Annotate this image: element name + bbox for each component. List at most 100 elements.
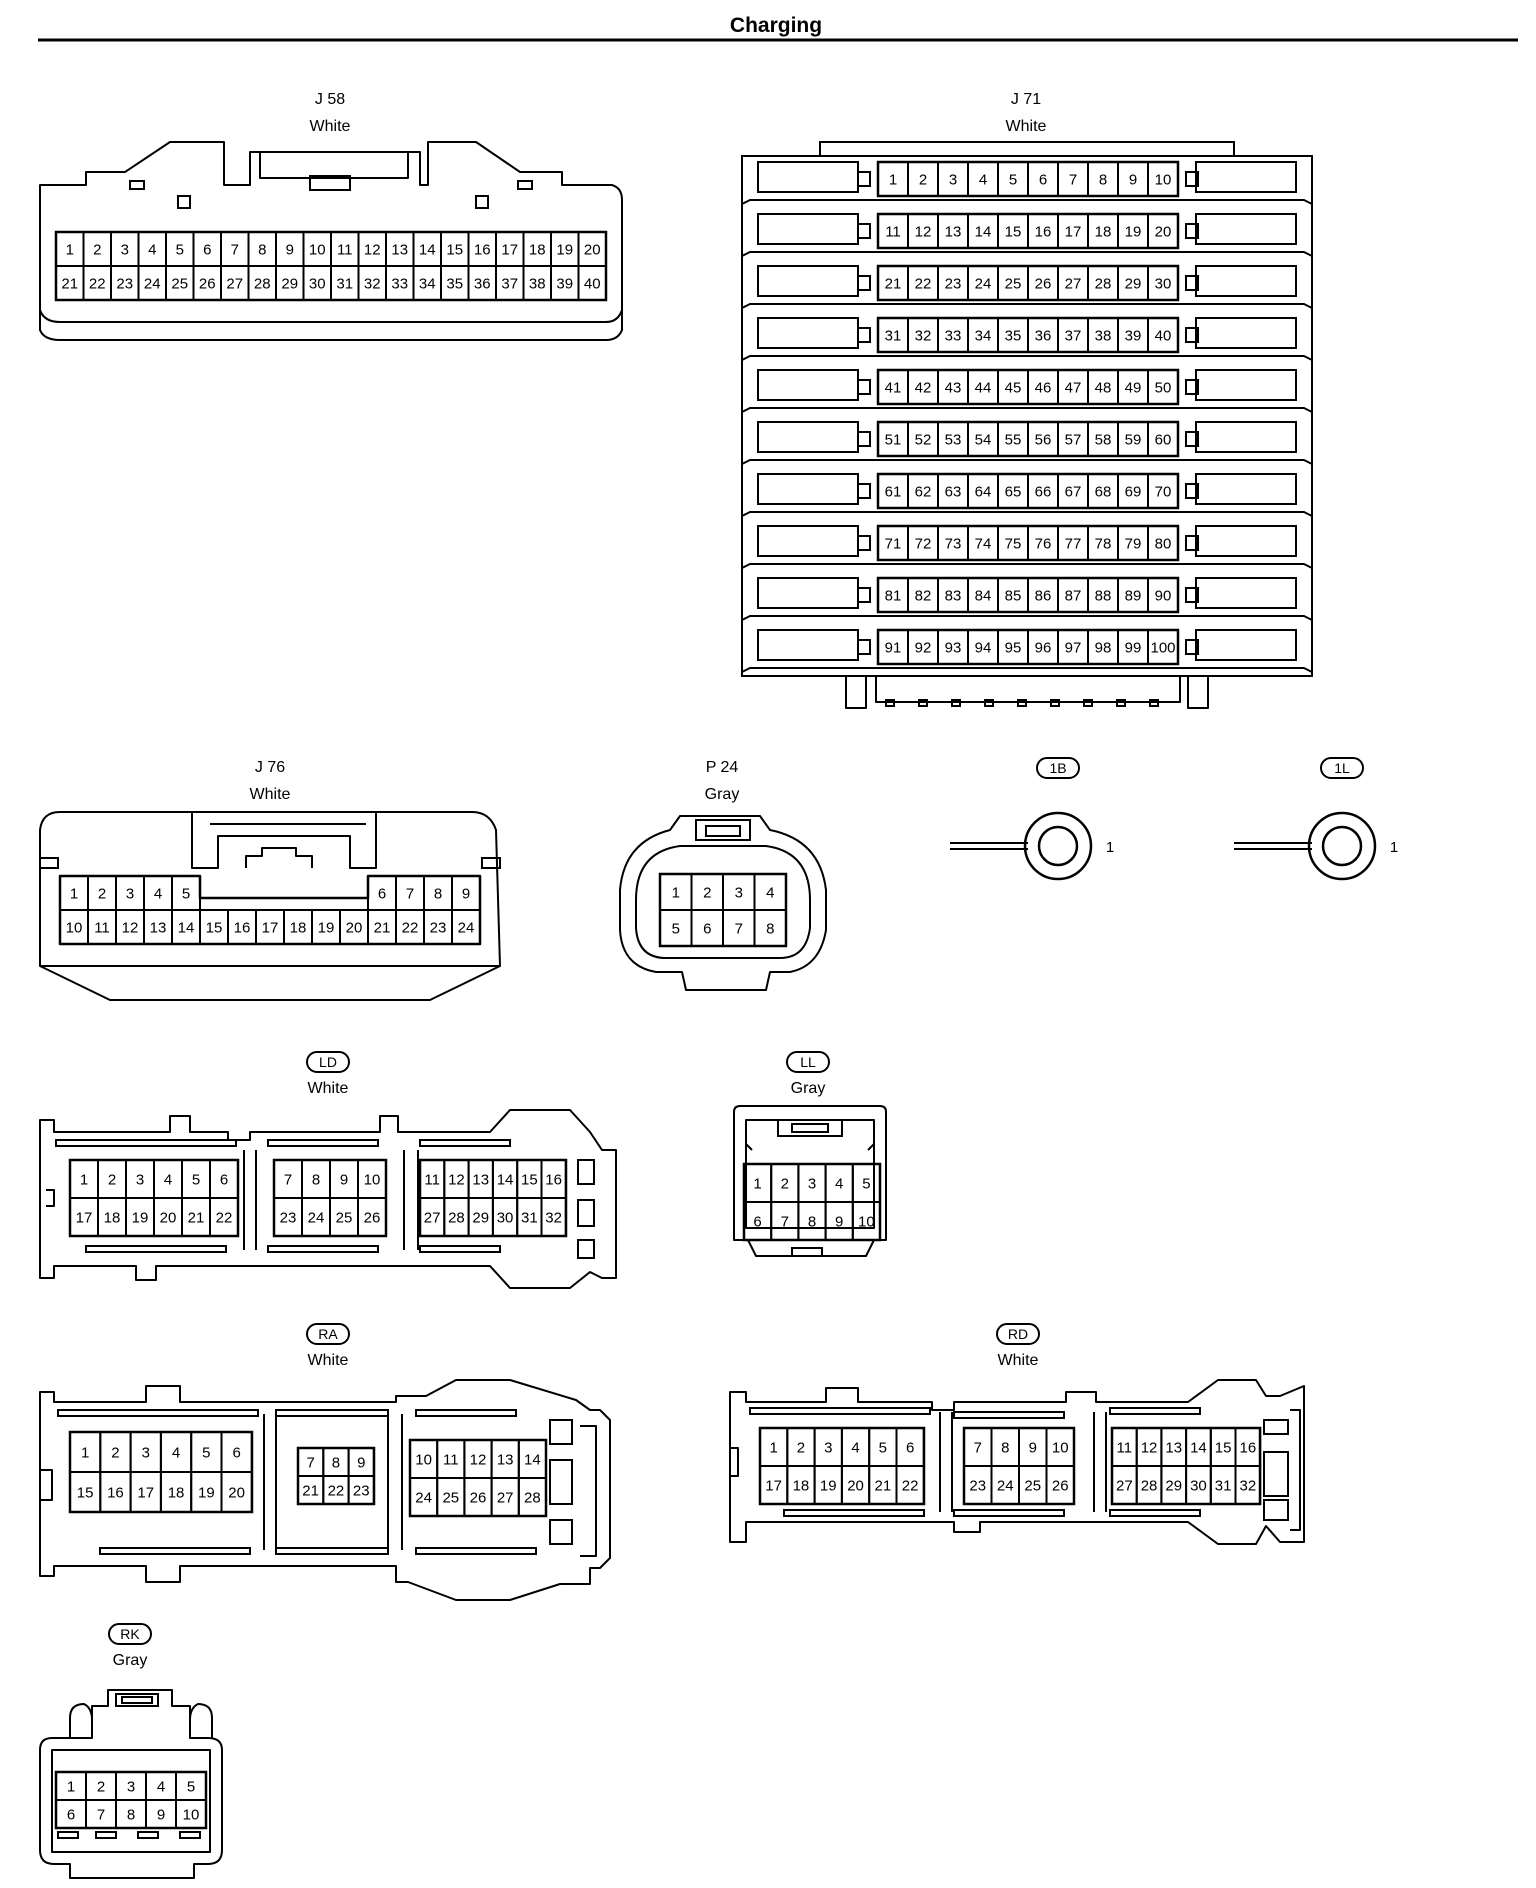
- pin-number: 8: [766, 921, 774, 938]
- pin-number: 85: [1005, 588, 1022, 605]
- pin-number: 4: [157, 1779, 165, 1796]
- pin-number: 65: [1005, 484, 1022, 501]
- pin-number: 35: [1005, 328, 1022, 345]
- pin-number: 33: [391, 276, 408, 293]
- pin-cell: [220, 1471, 253, 1513]
- pin-number: 23: [280, 1210, 297, 1227]
- pin-number: 1: [80, 1172, 88, 1189]
- pin-number: 23: [430, 920, 447, 937]
- pin-number: 9: [835, 1214, 843, 1231]
- pin-number: 8: [258, 242, 266, 259]
- pin-number: 6: [378, 886, 386, 903]
- pin-number: 79: [1125, 536, 1142, 553]
- pin-number: 12: [364, 242, 381, 259]
- pin-number: 29: [472, 1210, 489, 1227]
- pin-number: 15: [521, 1172, 538, 1189]
- pin-cell: [895, 1465, 925, 1505]
- pin-cell: [1045, 1465, 1075, 1505]
- pin-cell: [451, 909, 481, 945]
- pin-number: 32: [1240, 1478, 1257, 1495]
- pin-number: 2: [919, 172, 927, 189]
- pin-number: 66: [1035, 484, 1052, 501]
- pin-number: 26: [364, 1210, 381, 1227]
- pin-number: 5: [182, 886, 190, 903]
- pin-number: 21: [302, 1483, 319, 1500]
- pin-cell: [1147, 473, 1179, 509]
- latch-slot: [1195, 213, 1297, 245]
- pin-number: 19: [132, 1210, 149, 1227]
- pin-number: 11: [94, 920, 110, 937]
- pin-cell: [1234, 1465, 1262, 1505]
- connector-color: White: [250, 786, 291, 803]
- pin-number: 46: [1035, 380, 1052, 397]
- latch-slot: [757, 525, 859, 557]
- pin-number: 12: [915, 224, 932, 241]
- pin-number: 24: [975, 276, 992, 293]
- pin-number: 16: [474, 242, 491, 259]
- pin-number: 16: [107, 1485, 124, 1502]
- connector-code: RA: [318, 1326, 338, 1342]
- connector-code-badge: [1036, 757, 1080, 779]
- pin-number: 35: [446, 276, 463, 293]
- pin-number: 68: [1095, 484, 1112, 501]
- pin-number: 72: [915, 536, 932, 553]
- pin-number: 29: [281, 276, 298, 293]
- pin-number: 17: [501, 242, 518, 259]
- pin-number: 28: [1095, 276, 1112, 293]
- pin-number: 28: [254, 276, 271, 293]
- pin-number: 16: [1035, 224, 1052, 241]
- pin-cell: [851, 1201, 881, 1241]
- pin-number: 63: [945, 484, 962, 501]
- pin-number: 21: [875, 1478, 892, 1495]
- pin-number: 20: [160, 1210, 177, 1227]
- pin-number: 6: [1039, 172, 1047, 189]
- latch-slot: [1195, 525, 1297, 557]
- pin-number: 40: [584, 276, 601, 293]
- pin-number: 8: [1001, 1440, 1009, 1457]
- pin-number: 81: [885, 588, 902, 605]
- pin-number: 43: [945, 380, 962, 397]
- latch-slot: [757, 317, 859, 349]
- pin-number: 7: [735, 921, 743, 938]
- pin-number: 4: [979, 172, 987, 189]
- connector-code-badge: [1320, 757, 1364, 779]
- pin-number: 52: [915, 432, 932, 449]
- pin-number: 15: [446, 242, 463, 259]
- latch-slot: [1195, 629, 1297, 661]
- ring-hole: [1037, 825, 1079, 867]
- pin-number: 16: [234, 920, 251, 937]
- pin-number: 6: [906, 1440, 914, 1457]
- pin-number: 4: [164, 1172, 172, 1189]
- pin-number: 13: [391, 242, 408, 259]
- connector-code-badge: [306, 1323, 350, 1345]
- pin-number: 9: [286, 242, 294, 259]
- pin-number: 25: [336, 1210, 353, 1227]
- pin-number: 14: [975, 224, 992, 241]
- pin-cell: [517, 1477, 547, 1517]
- pin-number: 6: [220, 1172, 228, 1189]
- pin-number: 19: [198, 1485, 215, 1502]
- pin-number: 6: [67, 1807, 75, 1824]
- pin-number: 26: [1052, 1478, 1069, 1495]
- pin-number: 18: [1095, 224, 1112, 241]
- pin-number: 50: [1155, 380, 1172, 397]
- pin-number: 60: [1155, 432, 1172, 449]
- pin-number: 89: [1125, 588, 1142, 605]
- pin-number: 31: [521, 1210, 538, 1227]
- pin-number: 20: [1155, 224, 1172, 241]
- pin-number: 6: [203, 242, 211, 259]
- pin-number: 31: [336, 276, 353, 293]
- latch-slot: [757, 369, 859, 401]
- pin-number: 23: [116, 276, 133, 293]
- pin-number: 55: [1005, 432, 1022, 449]
- pin-number: 5: [187, 1779, 195, 1796]
- pin-number: 37: [1065, 328, 1082, 345]
- pin-cell: [1147, 161, 1179, 197]
- pin-number: 9: [1029, 1440, 1037, 1457]
- pin-number: 4: [148, 242, 156, 259]
- connector-code: 1L: [1334, 760, 1350, 776]
- latch-slot: [757, 161, 859, 193]
